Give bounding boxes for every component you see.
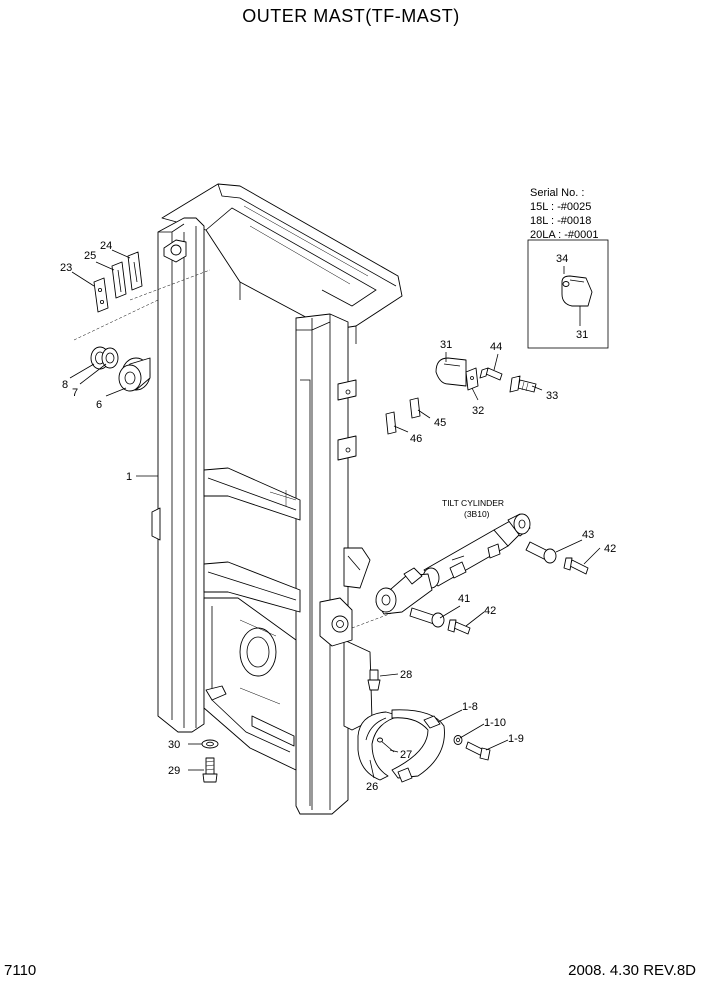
part-46-plate [385,411,397,435]
revision-date: 2008. 4.30 REV.8D [568,962,696,979]
callout-27: 27 [400,749,412,761]
part-6-roller-bearing [118,357,151,392]
outer-mast-frame [151,183,403,815]
tilt-cylinder-label: TILT CYLINDER [442,498,504,508]
serial-line-4: 20LA : -#0001 [530,229,599,241]
tilt-cylinder-ref: (3B10) [464,509,490,519]
part-7-washer [101,347,119,369]
part-32-clip [465,367,479,391]
part-41-pin [409,607,445,628]
callout-24: 24 [100,240,112,252]
part-27-pin [377,737,395,753]
part-23-plate [93,277,109,313]
serial-line-3: 18L : -#0018 [530,215,591,227]
callout-41: 41 [458,593,470,605]
callout-31: 31 [440,339,452,351]
callout-1: 1 [126,471,132,483]
part-26-bushing [357,711,401,781]
callout-46: 46 [410,433,422,445]
callout-42-lower: 42 [484,605,496,617]
callout-32: 32 [472,405,484,417]
callout-1-8: 1-8 [462,701,478,713]
part-33-bolt [509,375,537,393]
part-45-plate [409,397,421,419]
callout-23: 23 [60,262,72,274]
part-29-bolt [202,757,218,783]
callout-28: 28 [400,669,412,681]
part-42-bolt-lower [447,619,471,635]
serial-line-2: 15L : -#0025 [530,201,591,213]
part-30-washer [201,739,219,749]
callout-7: 7 [72,387,78,399]
part-43-pin [525,541,557,564]
part-44-bolt [479,367,503,381]
callout-42-upper: 42 [604,543,616,555]
serial-callout-31: 31 [576,329,588,341]
callout-1-10: 1-10 [484,717,506,729]
serial-callout-34: 34 [556,253,568,265]
leader-lines [69,249,601,779]
callout-30: 30 [168,739,180,751]
callout-45: 45 [434,417,446,429]
callout-8: 8 [62,379,68,391]
callout-labels: 1 23 25 24 8 7 6 31 44 32 33 45 46 43 42… [60,240,616,793]
page-number: 7110 [4,962,37,979]
part-31-clamp [435,357,467,387]
callout-29: 29 [168,765,180,777]
callout-33: 33 [546,390,558,402]
callout-25: 25 [84,250,96,262]
callout-44: 44 [490,341,502,353]
part-1-8-cap [391,709,445,783]
serial-line-1: Serial No. : [530,187,584,199]
part-42-bolt-upper [563,557,589,575]
tilt-cylinder: TILT CYLINDER (3B10) [375,498,531,615]
part-24-shim [127,251,143,291]
page-title: OUTER MAST(TF-MAST) [242,6,460,26]
callout-26: 26 [366,781,378,793]
part-25-shim [111,261,127,299]
part-1-10-washer [453,735,463,745]
callout-6: 6 [96,399,102,411]
callout-43: 43 [582,529,594,541]
part-28-grease-nipple [367,669,381,691]
serial-box: Serial No. : 15L : -#0025 18L : -#0018 2… [527,187,609,349]
callout-1-9: 1-9 [508,733,524,745]
part-1-9-bolt [465,741,491,761]
